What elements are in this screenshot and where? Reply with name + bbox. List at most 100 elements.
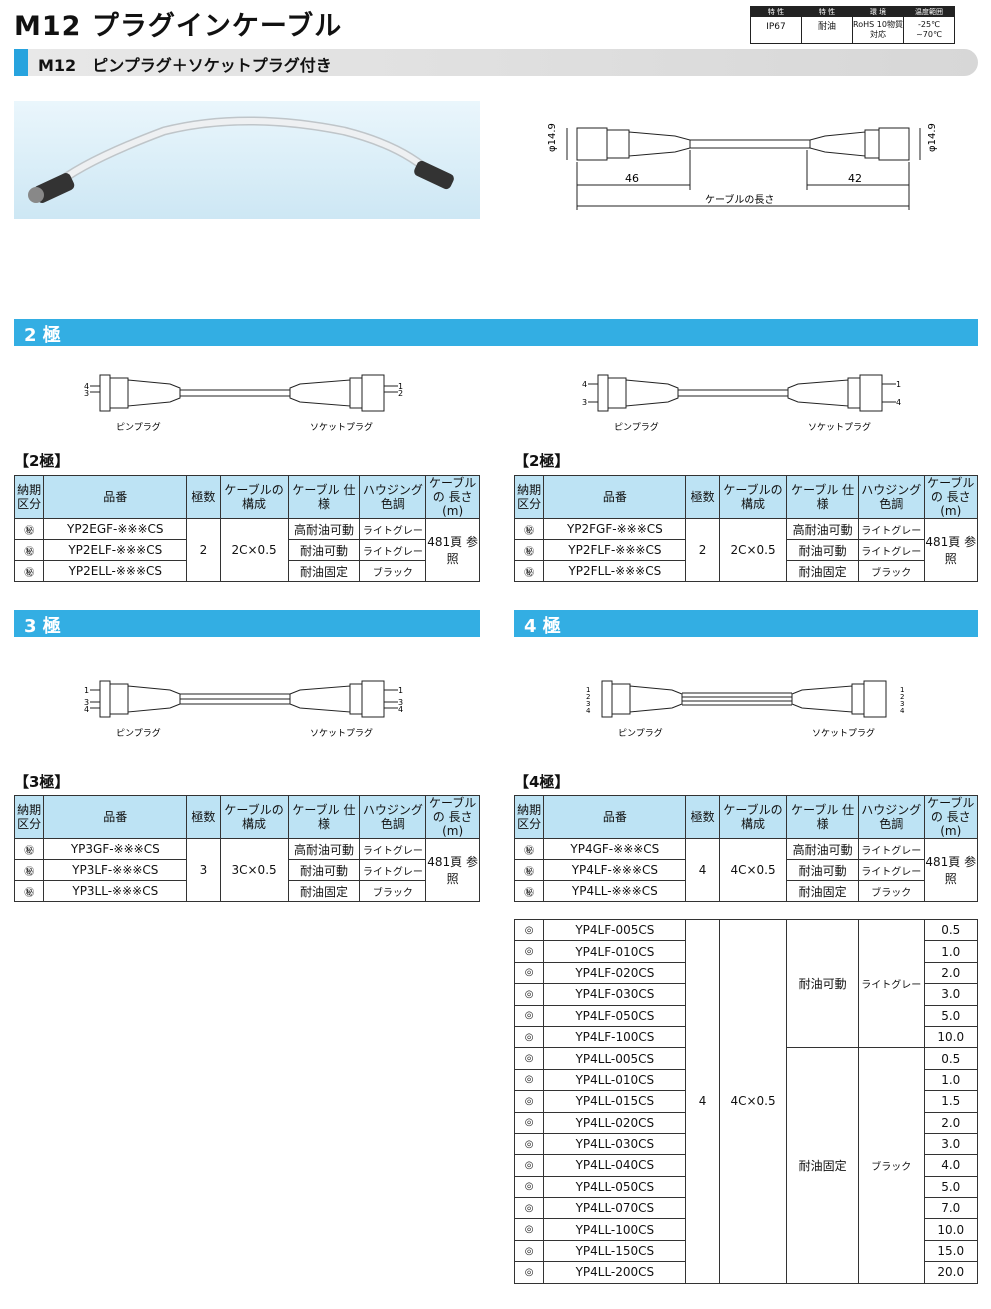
- cable-length: 0.5: [923, 1047, 978, 1070]
- dim-dia-right: φ14.9: [927, 123, 938, 152]
- delivery-mark: ◎: [513, 918, 545, 942]
- svg-text:3: 3: [582, 398, 587, 407]
- part-number: YP4LF-005CS: [543, 918, 687, 942]
- part-number: YP2FLF-※※※CS: [543, 539, 687, 561]
- poles: 4: [685, 919, 720, 1284]
- poles: 3: [186, 838, 221, 902]
- col-header-color: ハウジング 色調: [857, 795, 925, 839]
- col-header-len: ケーブルの 長さ(m): [923, 475, 978, 519]
- svg-text:4: 4: [896, 398, 901, 407]
- delivery-mark: ◎: [513, 1261, 545, 1284]
- delivery-mark: ◎: [513, 1068, 545, 1092]
- housing-color: ブラック: [857, 560, 925, 582]
- table-label-2a: 【2極】: [14, 452, 70, 470]
- cable-length: 5.0: [923, 1004, 978, 1027]
- cable-spec: 耐油可動: [786, 859, 859, 881]
- poles: 2: [685, 518, 720, 582]
- col-header-noki: 納期 区分: [513, 475, 545, 519]
- delivery-mark: ◎: [513, 1025, 545, 1049]
- subtitle-bar: M12 ピンプラグ＋ソケットプラグ付き: [14, 49, 978, 76]
- cable-length: 20.0: [923, 1261, 978, 1284]
- cable-length: 7.0: [923, 1197, 978, 1220]
- delivery-mark: ㊙: [513, 518, 545, 540]
- delivery-mark: ◎: [513, 1004, 545, 1027]
- svg-text:3: 3: [900, 700, 904, 708]
- part-number: YP4LL-200CS: [543, 1261, 687, 1284]
- col-header-len: ケーブルの 長さ(m): [425, 475, 480, 519]
- housing-color: ライトグレー: [359, 838, 427, 860]
- socket-plug-label: ソケットプラグ: [812, 727, 875, 739]
- part-number: YP4LL-030CS: [543, 1132, 687, 1156]
- poles: 2: [186, 518, 221, 582]
- part-number: YP4LL-010CS: [543, 1068, 687, 1092]
- spec-badge: 温度範囲-25℃ ~70℃: [903, 6, 955, 44]
- cable-length: 2.0: [923, 1111, 978, 1134]
- col-header-spec: ケーブル 仕様: [287, 475, 361, 519]
- housing-color: ライトグレー: [359, 518, 427, 540]
- part-number: YP4LF-※※※CS: [543, 859, 687, 881]
- dimension-drawing: φ14.9 φ14.9 46 42 ケーブルの長さ: [547, 123, 938, 210]
- part-number: YP3LL-※※※CS: [43, 880, 188, 902]
- cable-spec: 耐油固定: [786, 1047, 859, 1284]
- spec-table-3: 納期 区分品番極数ケーブルの 構成ケーブル 仕様ハウジング 色調ケーブルの 長さ…: [13, 795, 480, 902]
- svg-text:1: 1: [896, 380, 901, 389]
- dim-len-right: 42: [848, 172, 862, 185]
- cable-spec: 耐油固定: [786, 560, 859, 582]
- delivery-mark: ◎: [513, 1154, 545, 1177]
- delivery-mark: ◎: [513, 940, 545, 963]
- section-header-3p: 3 極: [14, 610, 480, 637]
- product-photo: [14, 101, 480, 219]
- col-header-len: ケーブルの 長さ(m): [425, 795, 480, 839]
- housing-color: ライトグレー: [857, 518, 925, 540]
- col-header-poles: 極数: [685, 795, 720, 839]
- svg-text:4: 4: [398, 705, 403, 714]
- cable-length: 5.0: [923, 1175, 978, 1199]
- cable-length: 481頁 参照: [425, 518, 480, 582]
- table-label-2b: 【2極】: [514, 452, 570, 470]
- delivery-mark: ◎: [513, 1090, 545, 1113]
- wiring-diagram-2a: 43 12 ピンプラグ ソケットプラグ: [84, 374, 403, 433]
- part-number: YP3LF-※※※CS: [43, 859, 188, 881]
- svg-text:2: 2: [586, 693, 590, 701]
- cable-spec: 耐油可動: [287, 539, 361, 561]
- cable-composition: 3C×0.5: [219, 838, 289, 902]
- col-header-noki: 納期 区分: [13, 795, 45, 839]
- cable-length: 481頁 参照: [923, 838, 978, 902]
- col-header-part: 品番: [543, 795, 687, 839]
- housing-color: ライトグレー: [857, 918, 925, 1049]
- svg-text:2: 2: [398, 389, 403, 398]
- svg-text:4: 4: [84, 382, 89, 391]
- col-header-poles: 極数: [685, 475, 720, 519]
- dim-dia-left: φ14.9: [547, 123, 558, 152]
- table-row: ◎YP4LL-030CS 3.0: [513, 1132, 978, 1156]
- housing-color: ライトグレー: [359, 539, 427, 561]
- housing-color: ブラック: [857, 1047, 925, 1284]
- cable-composition: 2C×0.5: [219, 518, 289, 582]
- housing-color: ライトグレー: [359, 859, 427, 881]
- table-label-3: 【3極】: [14, 773, 70, 791]
- cable-length: 3.0: [923, 1132, 978, 1156]
- part-number: YP2FGF-※※※CS: [543, 518, 687, 540]
- part-number: YP4LL-050CS: [543, 1175, 687, 1199]
- cable-composition: 2C×0.5: [718, 518, 788, 582]
- col-header-part: 品番: [43, 475, 188, 519]
- cable-length: 2.0: [923, 961, 978, 985]
- part-number: YP4LL-020CS: [543, 1111, 687, 1134]
- col-header-spec: ケーブル 仕様: [287, 795, 361, 839]
- delivery-mark: ◎: [513, 1132, 545, 1156]
- delivery-mark: ㊙: [513, 539, 545, 561]
- delivery-mark: ◎: [513, 1111, 545, 1134]
- delivery-mark: ㊙: [513, 838, 545, 860]
- svg-text:2: 2: [900, 693, 904, 701]
- cable-length: 0.5: [923, 918, 978, 942]
- col-header-len: ケーブルの 長さ(m): [923, 795, 978, 839]
